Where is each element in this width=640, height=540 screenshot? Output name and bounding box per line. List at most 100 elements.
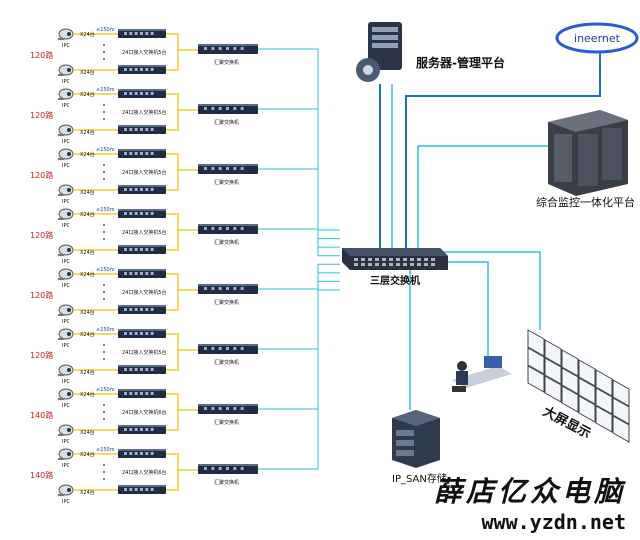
aggregation-switch-label: 汇聚交换机: [214, 479, 239, 486]
distance-label: ≤150m: [96, 87, 115, 93]
access-switch: [118, 305, 166, 314]
distance-label: ≤150m: [96, 447, 115, 453]
camera-label: IPC: [62, 163, 70, 169]
access-switch-label: 24口接入交换机5台: [122, 349, 167, 356]
access-switch: [118, 269, 166, 278]
operator-workstation: [452, 356, 512, 392]
distance-label: ≤150m: [96, 387, 115, 393]
access-switch-label: 24口接入交换机6台: [122, 469, 167, 476]
access-switch: [118, 329, 166, 338]
camera-icon: [58, 28, 74, 40]
cloud-icon: [555, 22, 639, 54]
video-wall-panel: [595, 387, 613, 415]
access-switch: [118, 149, 166, 158]
video-wall-panel: [561, 367, 579, 395]
access-switch: [118, 185, 166, 194]
video-wall-panel: [578, 359, 596, 387]
core-switch-label: 三层交换机: [370, 274, 420, 287]
distance-label: ≤150m: [96, 147, 115, 153]
distance-label: ≤150m: [96, 27, 115, 33]
access-count-label: X24台: [80, 489, 95, 496]
video-wall-panel: [595, 405, 613, 433]
camera-label: IPC: [62, 463, 70, 469]
video-wall-panel: [561, 385, 579, 413]
access-count-label: X24台: [80, 211, 95, 218]
aggregation-switch: [198, 224, 258, 234]
access-count-label: X24台: [80, 331, 95, 338]
video-wall-panel: [612, 415, 630, 443]
server-node: 服务器-管理平台: [356, 22, 505, 82]
camera-label: IPC: [62, 103, 70, 109]
camera-icon: [58, 88, 74, 100]
camera-icon: [58, 304, 74, 316]
camera-label: IPC: [62, 199, 70, 205]
camera-count: 120路: [30, 170, 53, 180]
watermark-brand: 薛店亿众电脑: [433, 475, 626, 508]
camera-icon: [58, 484, 74, 496]
access-switch: [118, 65, 166, 74]
access-count-label: X24台: [80, 189, 95, 196]
access-count-label: X24台: [80, 31, 95, 38]
camera-label: IPC: [62, 139, 70, 145]
video-wall-panel: [544, 357, 562, 385]
camera-label: IPC: [62, 319, 70, 325]
core-switch-node: 三层交换机: [342, 248, 448, 287]
access-count-label: X24台: [80, 271, 95, 278]
access-switch: [118, 125, 166, 134]
aggregation-switch: [198, 164, 258, 174]
server-label: 服务器-管理平台: [416, 55, 505, 70]
camera-label: IPC: [62, 223, 70, 229]
camera-label: IPC: [62, 403, 70, 409]
camera-icon: [58, 208, 74, 220]
camera-groups: IPCIPC120路X24台X24台≤150m24口接入交换机5台汇聚交换机IP…: [30, 27, 258, 505]
connection-lines: [74, 33, 601, 491]
access-switch-label: 24口接入交换机5台: [122, 49, 167, 56]
watermark-url: www.yzdn.net: [481, 510, 627, 534]
access-switch-label: 24口接入交换机5台: [122, 289, 167, 296]
aggregation-switch: [198, 344, 258, 354]
aggregation-switch-label: 汇聚交换机: [214, 239, 239, 246]
access-switch: [118, 389, 166, 398]
aggregation-switch-label: 汇聚交换机: [214, 359, 239, 366]
internet-node: ineernet: [555, 22, 639, 54]
aggregation-switch: [198, 284, 258, 294]
access-switch: [118, 209, 166, 218]
camera-label: IPC: [62, 79, 70, 85]
access-count-label: X24台: [80, 451, 95, 458]
distance-label: ≤150m: [96, 327, 115, 333]
access-count-label: X24台: [80, 151, 95, 158]
access-switch: [118, 485, 166, 494]
access-count-label: X24台: [80, 69, 95, 76]
camera-icon: [58, 388, 74, 400]
access-count-label: X24台: [80, 309, 95, 316]
camera-label: IPC: [62, 283, 70, 289]
aggregation-switch-label: 汇聚交换机: [214, 119, 239, 126]
access-switch: [118, 29, 166, 38]
camera-label: IPC: [62, 343, 70, 349]
camera-icon: [58, 244, 74, 256]
camera-icon: [58, 328, 74, 340]
monitor-screen-icon: [484, 356, 502, 368]
video-wall-panel: [595, 369, 613, 397]
storage-label: IP_SAN存储: [392, 472, 447, 485]
camera-count: 140路: [30, 410, 53, 420]
video-wall-node: 大屏显示: [527, 329, 630, 443]
camera-label: IPC: [62, 379, 70, 385]
access-count-label: X24台: [80, 369, 95, 376]
video-wall-panel: [544, 339, 562, 367]
camera-label: IPC: [62, 259, 70, 265]
camera-icon: [58, 448, 74, 460]
access-switch-label: 24口接入交换机6台: [122, 409, 167, 416]
aggregation-switch: [198, 104, 258, 114]
camera-icon: [58, 124, 74, 136]
camera-label: IPC: [62, 439, 70, 445]
operator-icon: [457, 361, 467, 371]
access-switch: [118, 245, 166, 254]
monitor-label: 综合监控一体化平台: [536, 195, 635, 209]
